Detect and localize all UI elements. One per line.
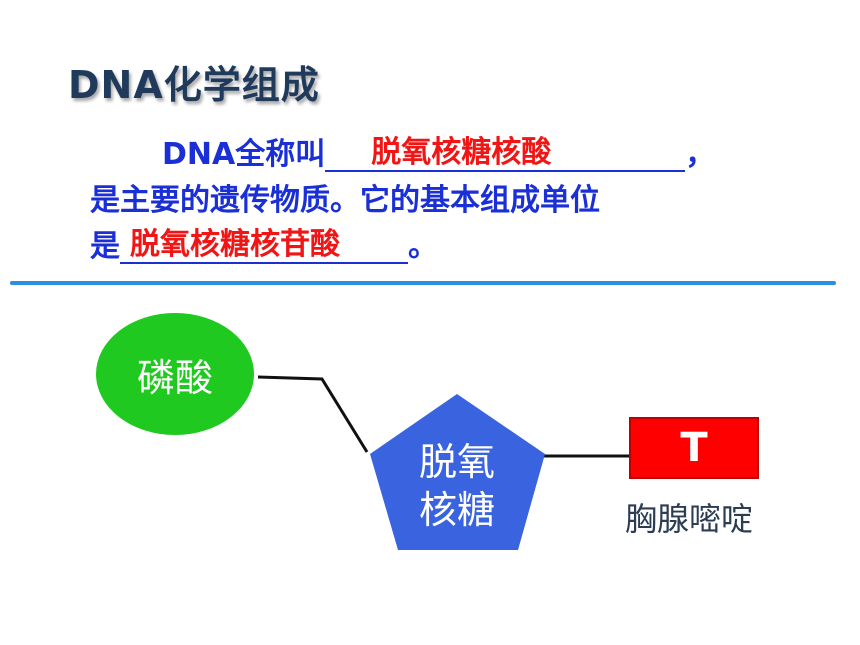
answer-blank-2: 脱氧核糖核苷酸	[120, 224, 408, 264]
line3-suffix: 。	[408, 229, 438, 264]
paragraph-line-2: 是主要的遗传物质。它的基本组成单位	[90, 183, 600, 218]
base-box: T	[629, 417, 759, 479]
phosphate-ellipse: 磷酸	[96, 313, 254, 435]
line1-suffix: ，	[685, 137, 716, 172]
deoxyribose-label-line1: 脱氧	[418, 440, 495, 484]
definition-paragraph: DNA全称叫 脱氧核糖核酸 ， 是主要的遗传物质。它的基本组成单位 是脱氧核糖核苷酸…	[90, 132, 810, 270]
line1-prefix: DNA全称叫	[162, 137, 326, 172]
phosphate-label: 磷酸	[136, 355, 213, 400]
paragraph-line-3: 是脱氧核糖核苷酸 。	[90, 224, 810, 270]
line3-prefix: 是	[90, 229, 120, 264]
base-caption: 胸腺嘧啶	[625, 500, 754, 538]
paragraph-line-1: DNA全称叫 脱氧核糖核酸 ，	[90, 132, 810, 178]
base-letter: T	[680, 425, 708, 471]
slide-title: DNA化学组成	[68, 63, 320, 107]
answer-2: 脱氧核糖核苷酸	[130, 227, 340, 262]
section-divider	[10, 281, 836, 285]
deoxyribose-label: 脱氧 核糖	[402, 438, 512, 534]
deoxyribose-pentagon	[370, 394, 545, 550]
deoxyribose-label-line2: 核糖	[418, 488, 495, 532]
phosphate-sugar-bond	[257, 375, 369, 453]
answer-blank-1: 脱氧核糖核酸	[325, 132, 686, 172]
answer-1: 脱氧核糖核酸	[371, 135, 552, 170]
